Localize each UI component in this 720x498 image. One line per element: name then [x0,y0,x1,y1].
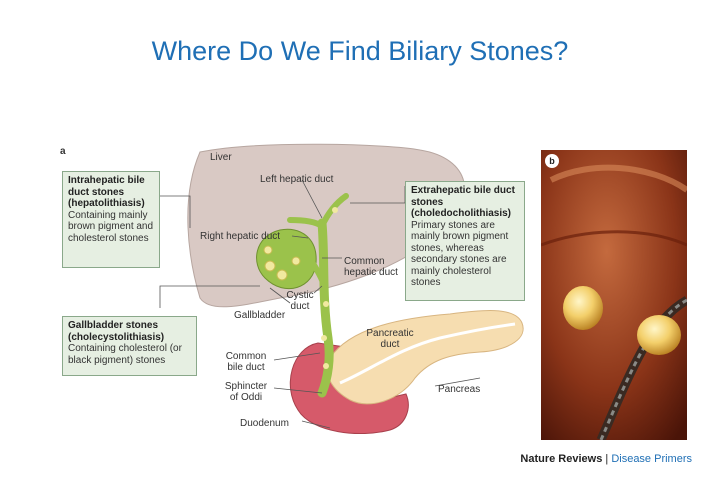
gallbladder-shape [256,228,317,290]
series-name: Disease Primers [611,453,692,465]
extrahepatic-stones-box: Extrahepatic bile duct stones (choledoch… [405,181,525,301]
extrahepatic-heading: Extrahepatic bile duct stones (choledoch… [411,185,515,219]
common-bile-duct-label: Common bile duct [225,351,267,373]
stone-1 [563,286,603,330]
slide-title: Where Do We Find Biliary Stones? [151,36,569,66]
intrahepatic-stones-box: Intrahepatic bile duct stones (hepatolit… [62,171,160,268]
credit-separator: | [605,453,609,465]
common-hepatic-duct-label: Common hepatic duct [344,256,398,278]
cystic-duct-path [305,254,328,289]
pancreas-shape [326,310,524,405]
intrahepatic-heading: Intrahepatic bile duct stones (hepatolit… [68,175,145,209]
anatomy-diagram: a Intrahepatic bile duct stones (hepatol… [60,138,530,448]
gallbladder-stones-box: Gallbladder stones (cholecystolithiasis)… [62,316,197,376]
cystic-duct-label: Cystic duct [286,290,314,312]
left-hepatic-duct-label: Left hepatic duct [260,174,334,185]
extrahepatic-body: Primary stones are mainly brown pigment … [411,219,509,289]
gallbladder-heading: Gallbladder stones (cholecystolithiasis) [68,320,165,343]
intrahepatic-body: Containing mainly brown pigment and chol… [68,209,154,244]
right-hepatic-duct-label: Right hepatic duct [200,231,281,242]
sphincter-of-oddi-label: Sphincter of Oddi [224,381,268,403]
panel-b-letter: b [545,154,559,168]
gallbladder-label: Gallbladder [234,310,286,321]
duodenum-label: Duodenum [240,418,289,429]
liver-label: Liver [210,152,232,163]
panel-a-letter: a [60,146,66,157]
journal-name: Nature Reviews [520,453,603,465]
stone-2 [637,315,681,355]
pancreas-label: Pancreas [438,384,481,395]
pancreatic-duct-label: Pancreatic duct [366,328,414,350]
figure-credit: Nature Reviews | Disease Primers [520,453,692,465]
gallbladder-body: Containing cholesterol (or black pigment… [68,343,182,366]
endoscopy-photo: b [541,150,687,440]
common-bile-duct [317,218,334,398]
pancreatic-duct [339,322,516,385]
anatomy-illustration [159,143,524,435]
endoscopy-image [541,150,687,440]
